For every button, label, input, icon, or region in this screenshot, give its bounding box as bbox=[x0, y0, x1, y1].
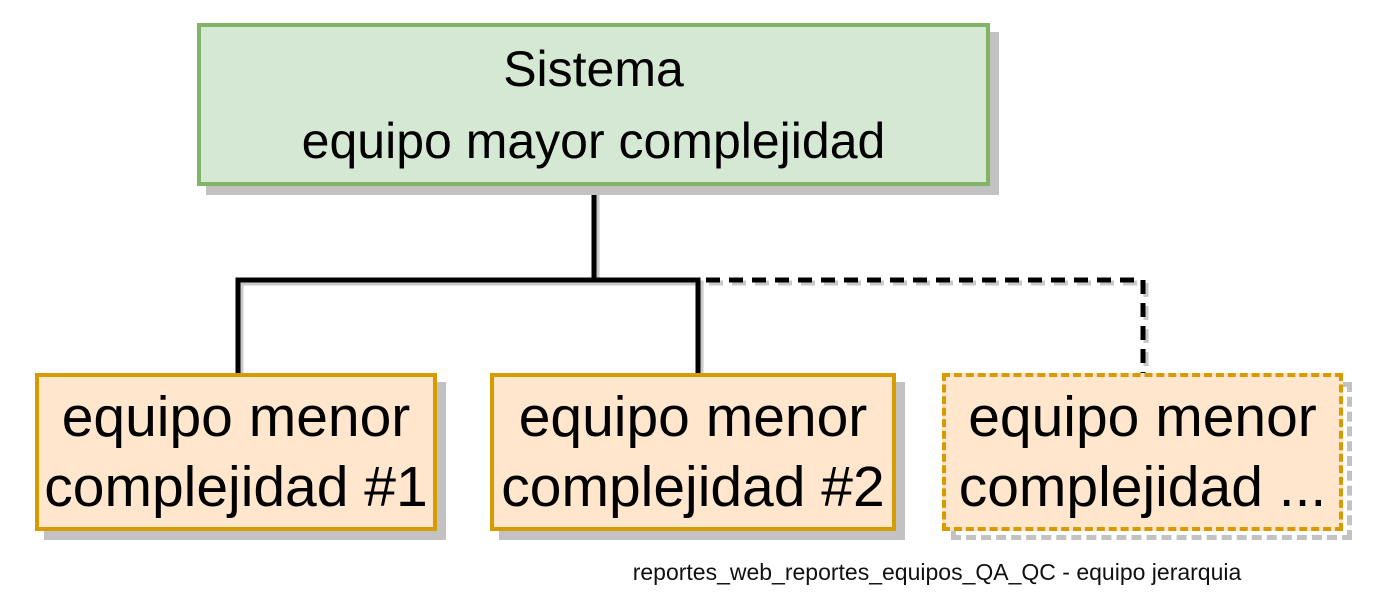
diagram-caption: reportes_web_reportes_equipos_QA_QC - eq… bbox=[632, 559, 1242, 585]
node-equipo-menor-1: equipo menor complejidad #1 bbox=[35, 373, 437, 531]
node-equipo-menor-1-line2: complejidad #1 bbox=[44, 455, 428, 519]
connector-dashed-branch bbox=[706, 277, 1146, 373]
connector-solid-branch bbox=[235, 277, 701, 373]
node-equipo-menor-3-line2: complejidad ... bbox=[958, 455, 1327, 519]
node-sistema-line2: equipo mayor complejidad bbox=[301, 112, 886, 169]
node-equipo-menor-2-line2: complejidad #2 bbox=[501, 455, 885, 519]
node-sistema-line1: Sistema bbox=[503, 40, 684, 97]
node-sistema: Sistema equipo mayor complejidad bbox=[197, 23, 990, 186]
node-equipo-menor-1-line1: equipo menor bbox=[61, 385, 411, 449]
node-equipo-menor-2-line1: equipo menor bbox=[518, 385, 868, 449]
node-equipo-menor-3-line1: equipo menor bbox=[968, 385, 1317, 449]
node-equipo-menor-3: equipo menor complejidad ... bbox=[942, 373, 1343, 531]
node-equipo-menor-2: equipo menor complejidad #2 bbox=[490, 373, 896, 531]
